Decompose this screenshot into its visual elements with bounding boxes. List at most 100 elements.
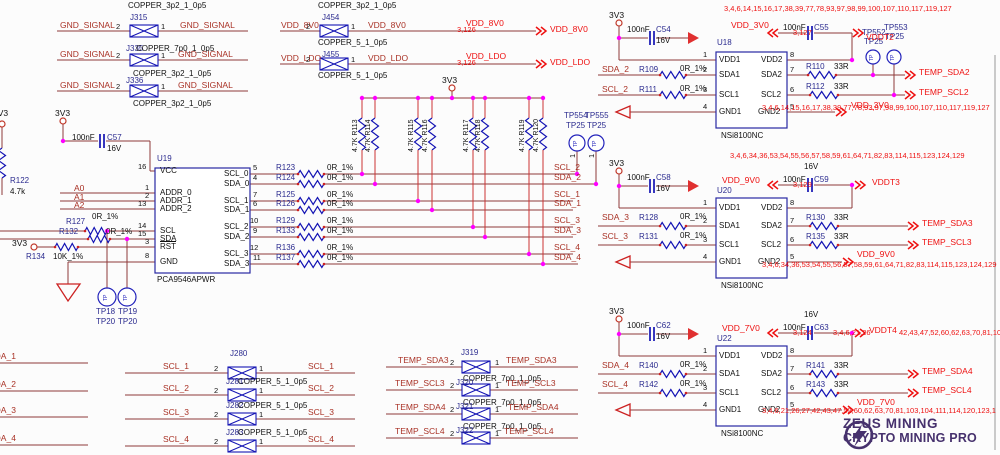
designator: TP553: [884, 23, 908, 32]
value-label: COPPER_5_1_0p5: [318, 71, 388, 80]
testpoint-icon: [886, 49, 902, 65]
value-label: 100nF: [627, 173, 650, 182]
pin-number: 1: [259, 410, 264, 419]
net-label: SCL_4: [163, 434, 189, 444]
net-label: A0: [74, 183, 85, 193]
value-label: 16V: [804, 310, 819, 319]
pin-name: GND1: [719, 257, 742, 266]
power-net-label: 3V3: [442, 75, 458, 85]
net-label: GND_SIGNAL: [178, 49, 233, 59]
zeus-logo-circle: [844, 420, 874, 450]
resistor-symbol: [357, 117, 367, 151]
pin-number: 16: [138, 162, 147, 171]
pin-name: SDA: [160, 234, 177, 243]
pin-number: 1: [145, 183, 150, 192]
resistor-symbol: [84, 226, 108, 236]
sheet-ref-list: 3,4,6,21,26: [833, 328, 871, 337]
designator: TP552: [862, 28, 886, 37]
pin-name: SCL1: [719, 90, 740, 99]
pin-number: 2: [116, 22, 121, 31]
junction-dot: [359, 95, 365, 101]
resistor-label: 4.7K R114: [365, 119, 372, 152]
pin-number: 4: [703, 400, 708, 409]
jumper-x: [227, 388, 257, 402]
resistor-symbol: [297, 169, 325, 179]
power-port-icon: [59, 117, 67, 125]
power-net-label: 3V3: [609, 10, 625, 20]
junction-dot: [482, 95, 488, 101]
jumper-x: [227, 366, 257, 380]
port-chevron-right-icon: [907, 369, 920, 379]
junction-dot: [540, 261, 546, 267]
pin-name: SDA2: [761, 70, 782, 79]
jumper-x: [461, 407, 491, 421]
net-label: SDA_2: [0, 379, 16, 389]
resistor-terminal: [658, 372, 662, 376]
resistor-terminal: [296, 182, 300, 186]
net-label: SDA_2: [554, 172, 581, 182]
resistor-terminal: [296, 208, 300, 212]
pin-number: 2: [116, 82, 121, 91]
pin-name: GND1: [719, 107, 742, 116]
resistor-terminal: [836, 372, 840, 376]
pin-name: VDD2: [761, 351, 783, 360]
pin-number: 1: [587, 153, 596, 158]
value-label: 0R_1%: [327, 190, 354, 199]
net-label: GND_SIGNAL: [178, 80, 233, 90]
resistor-symbol: [538, 117, 548, 151]
pin-number: 1: [703, 198, 708, 207]
value-label: 16V: [656, 184, 671, 193]
pin-number: 1: [568, 153, 577, 158]
pin-number: 1: [259, 386, 264, 395]
resistor-terminal: [836, 224, 840, 228]
port-chevron-right-icon: [907, 221, 920, 231]
value-label: 100nF: [783, 23, 806, 32]
junction-dot: [526, 95, 532, 101]
jumper-x: [319, 24, 349, 38]
pin-number: 1: [161, 51, 166, 60]
resistor-symbol: [297, 249, 325, 259]
value-label: 0R_1%: [327, 163, 354, 172]
net-label: A2: [74, 200, 85, 210]
net-label: SCL_3: [163, 407, 189, 417]
resistor-label: 4.7K R113: [352, 119, 359, 152]
net-label: SDA_3: [602, 212, 629, 222]
port-label: VDD_3V0: [731, 20, 769, 30]
junction-dot: [449, 95, 455, 101]
pin-number: 2: [214, 386, 219, 395]
resistor-symbol: [87, 234, 111, 244]
pin-number: 3: [703, 383, 708, 392]
power-net-label: 3V3: [12, 238, 28, 248]
designator: TP555: [585, 111, 609, 120]
designator: U20: [717, 186, 732, 195]
ic-body-u18: [715, 51, 788, 129]
value-label: NSi8100NC: [721, 429, 764, 438]
pin-name: SDA_1: [224, 205, 250, 214]
net-label: SCL_3: [602, 231, 628, 241]
resistor-symbol: [809, 388, 839, 398]
pin-name: GND: [160, 257, 178, 266]
value-label: NSi8100NC: [721, 281, 764, 290]
value-label: 16V: [656, 332, 671, 341]
net-label: TEMP_SCL3: [395, 378, 445, 388]
resistor-symbol: [297, 232, 325, 242]
pin-number: 2: [450, 381, 455, 390]
resistor-terminal: [322, 199, 326, 203]
pin-number: 5: [790, 252, 795, 261]
net-label: SCL_4: [554, 242, 580, 252]
junction-dot: [849, 182, 855, 188]
designator: TP25: [587, 121, 607, 130]
testpoint-glyph: TP: [869, 54, 875, 61]
pin-number: 9: [253, 226, 258, 235]
sheet-ref-list: 3,127: [793, 28, 812, 37]
power-net-label: 3V3: [0, 108, 9, 118]
net-label: SCL_2: [554, 162, 580, 172]
designator: C54: [656, 25, 671, 34]
net-label: SDA_2: [602, 64, 629, 74]
pin-number: 2: [450, 405, 455, 414]
sheet-ref-list: 3,4,6,14,15,16,17,38,39,77,78,93,97,98,9…: [724, 4, 952, 13]
resistor-terminal: [322, 225, 326, 229]
port-label: TEMP_SCL2: [919, 87, 969, 97]
designator: J322: [456, 426, 474, 435]
